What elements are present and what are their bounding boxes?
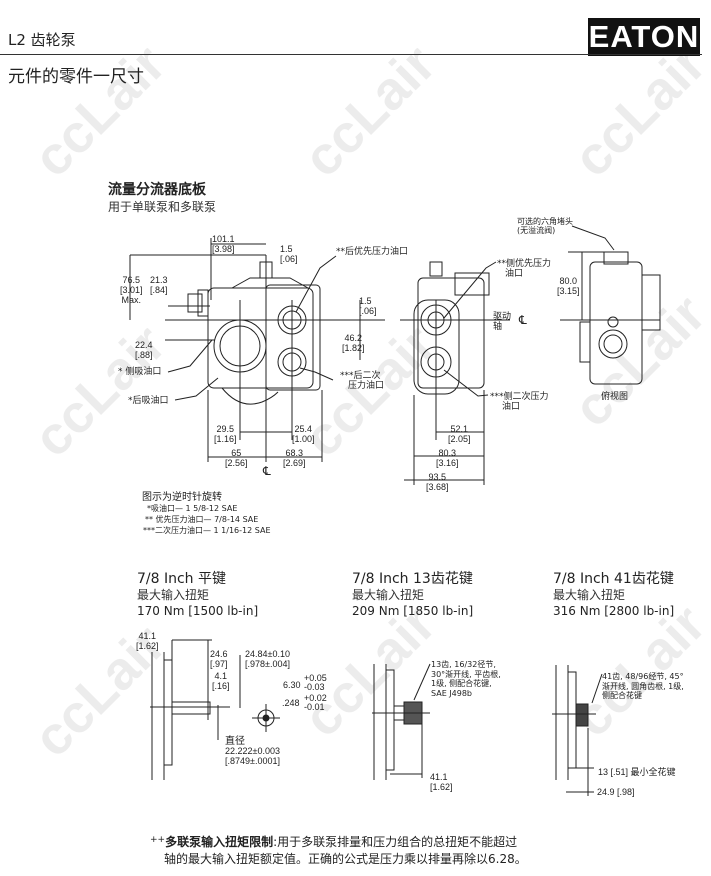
divider-plate-subtitle: 用于单联泵和多联泵 [108,200,217,214]
dimension: 80.0[3.15] [557,276,580,296]
dimension: 1.5[.06] [280,244,298,264]
centerline-symbol: ℄ [263,464,271,478]
page-title: 元件的零件一尺寸 [8,67,144,87]
centerline-symbol: ℄ [519,313,527,327]
side-priority-port-label: **侧优先压力油口 [497,259,552,279]
torque-label: 最大输入扭矩 [137,588,210,602]
dimension: 65[2.56] [225,448,248,468]
dimension: 24.84±0.10[.978±.004] [245,649,290,669]
torque-value: 170 Nm [1500 lb-in] [137,604,259,618]
torque-value: 209 Nm [1850 lb-in] [352,604,474,618]
dimension: 21.3[.84] [150,275,168,295]
dimension: 13 [.51] 最小全花键 [598,767,676,777]
dimension: 6.30 [283,680,301,690]
41-spline-shaft-drawing [552,665,603,796]
side-view-drawing [400,261,660,485]
rear-priority-port-label: **后优先压力油口 [336,247,409,257]
rear-inlet-label: *后吸油口 [128,396,169,406]
front-view-drawing [129,238,385,462]
dimension: 101.1[3.98] [212,234,235,254]
dimension: 25.4[1.00] [292,424,315,444]
divider-plate-title: 流量分流器底板 [108,182,206,198]
rear-secondary-port-label: ***后二次压力油口 [340,371,385,391]
dimension: 46.2[1.82] [342,333,365,353]
dimension: 68.3[2.69] [283,448,306,468]
shaft-title: 7/8 Inch 平键 [137,571,227,587]
dimension: 41.1[1.62] [136,631,159,651]
note-item: *吸油口— 1 5/8-12 SAE [147,504,238,513]
torque-label: 最大输入扭矩 [553,588,626,602]
torque-label: 最大输入扭矩 [352,588,425,602]
dimension: .248 [282,698,300,708]
tolerance: +0.02-0.01 [304,693,327,712]
dimension: 80.3[3.16] [436,448,459,468]
footer-note: ++多联泵输入扭矩限制:用于多联泵排量和压力组合的总扭矩不能超过 轴的最大输入扭… [150,835,527,866]
tolerance: +0.05-0.03 [304,673,327,692]
dimension: 4.1[.16] [212,671,230,691]
hex-plug-label: 可选的六角堵头(无溢流阀) [517,217,573,235]
notes-title: 图示为逆时针旋转 [142,492,222,503]
dimension: 41.1[1.62] [430,772,453,792]
note-item: ***二次压力油口— 1 1/16-12 SAE [143,526,271,535]
top-view-label: 俯视图 [601,392,629,402]
dimension: 76.5[3.01]Max. [120,275,143,305]
spline-spec-note: 41齿, 48/96经节, 45°渐开线, 圆角齿根, 1级,侧配合花键 [602,672,684,701]
torque-value: 316 Nm [2800 lb-in] [553,604,675,618]
dimension: 29.5[1.16] [214,424,237,444]
shaft-title: 7/8 Inch 13齿花键 [352,571,473,587]
section-label: L2 齿轮泵 [8,31,76,49]
dimension: 93.5[3.68] [426,472,449,492]
eaton-logo: EATON [588,18,700,56]
dimension: 24.6[.97] [210,649,228,669]
note-item: ** 优先压力油口— 7/8-14 SAE [145,515,259,524]
dimension: 24.9 [.98] [597,787,635,797]
spline-spec-note: 13齿, 16/32径节,30°渐开线, 平齿根,1级, 侧配合花键,SAE J… [431,660,501,698]
dimension: 1.5[.06] [359,296,377,316]
header-divider [0,54,702,55]
dimension: 22.4[.88] [135,340,153,360]
flat-key-shaft-drawing [150,639,280,780]
13-spline-shaft-drawing [372,663,431,780]
side-secondary-port-label: ***侧二次压力油口 [490,392,549,412]
top-view-drawing [568,225,661,385]
side-inlet-label: * 侧吸油口 [118,367,162,377]
shaft-title: 7/8 Inch 41齿花键 [553,571,674,587]
drive-shaft-label: 驱动轴 [493,312,512,332]
dimension: 52.1[2.05] [448,424,471,444]
